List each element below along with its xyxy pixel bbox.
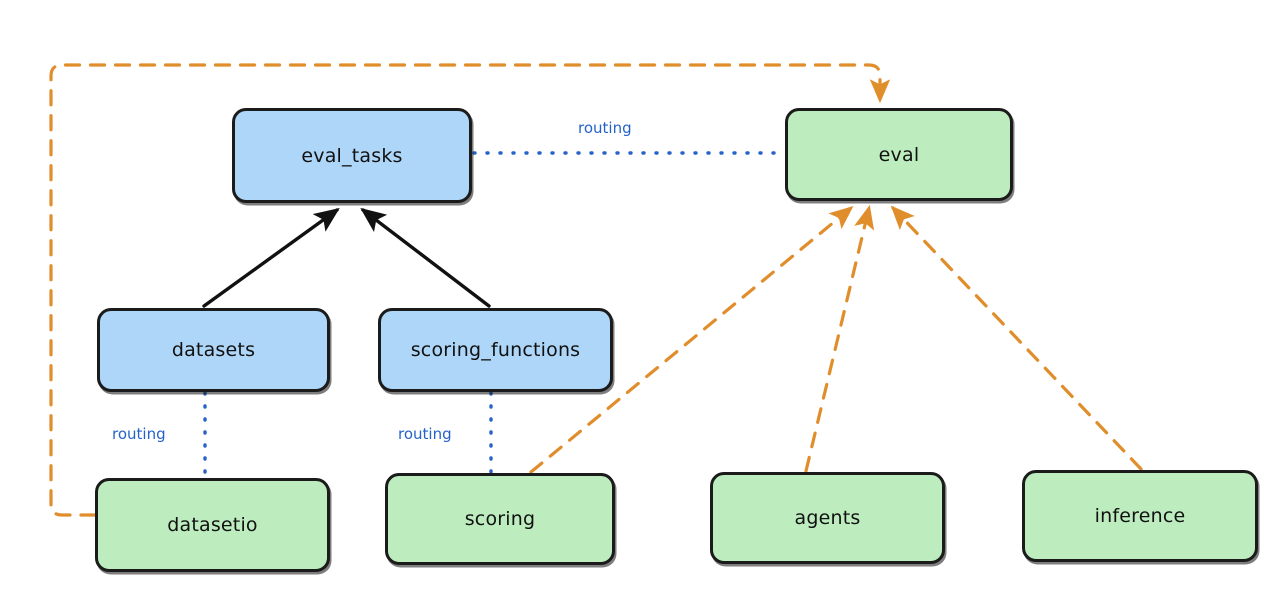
node-scoring[interactable]: scoring [385, 473, 615, 565]
node-label: scoring [464, 508, 536, 530]
edge-label-routing-datasets: routing [112, 425, 166, 443]
node-datasets[interactable]: datasets [97, 308, 330, 392]
node-inference[interactable]: inference [1022, 470, 1258, 562]
edge-label-routing-eval: routing [578, 119, 632, 137]
node-eval[interactable]: eval [785, 108, 1013, 201]
node-label: eval_tasks [301, 144, 403, 167]
node-label: inference [1094, 505, 1186, 527]
node-label: eval [878, 143, 920, 166]
node-label: scoring_functions [410, 339, 581, 361]
edge-scoring-to-eval [529, 205, 854, 474]
node-agents[interactable]: agents [710, 472, 945, 564]
edge-label-routing-scoring-functions: routing [398, 425, 452, 443]
edge-inference-to-eval [890, 205, 1143, 471]
edge-scoring_functions-to-eval_tasks [360, 207, 491, 308]
edge-datasets-to-eval_tasks [202, 208, 340, 308]
node-label: datasetio [167, 514, 258, 536]
node-label: datasets [171, 339, 256, 361]
node-eval-tasks[interactable]: eval_tasks [232, 108, 472, 203]
node-label: agents [794, 507, 861, 529]
edge-datasetio-to-eval [49, 63, 891, 517]
node-datasetio[interactable]: datasetio [95, 478, 330, 572]
node-scoring-functions[interactable]: scoring_functions [378, 308, 613, 392]
edge-agents-to-eval [804, 204, 875, 473]
